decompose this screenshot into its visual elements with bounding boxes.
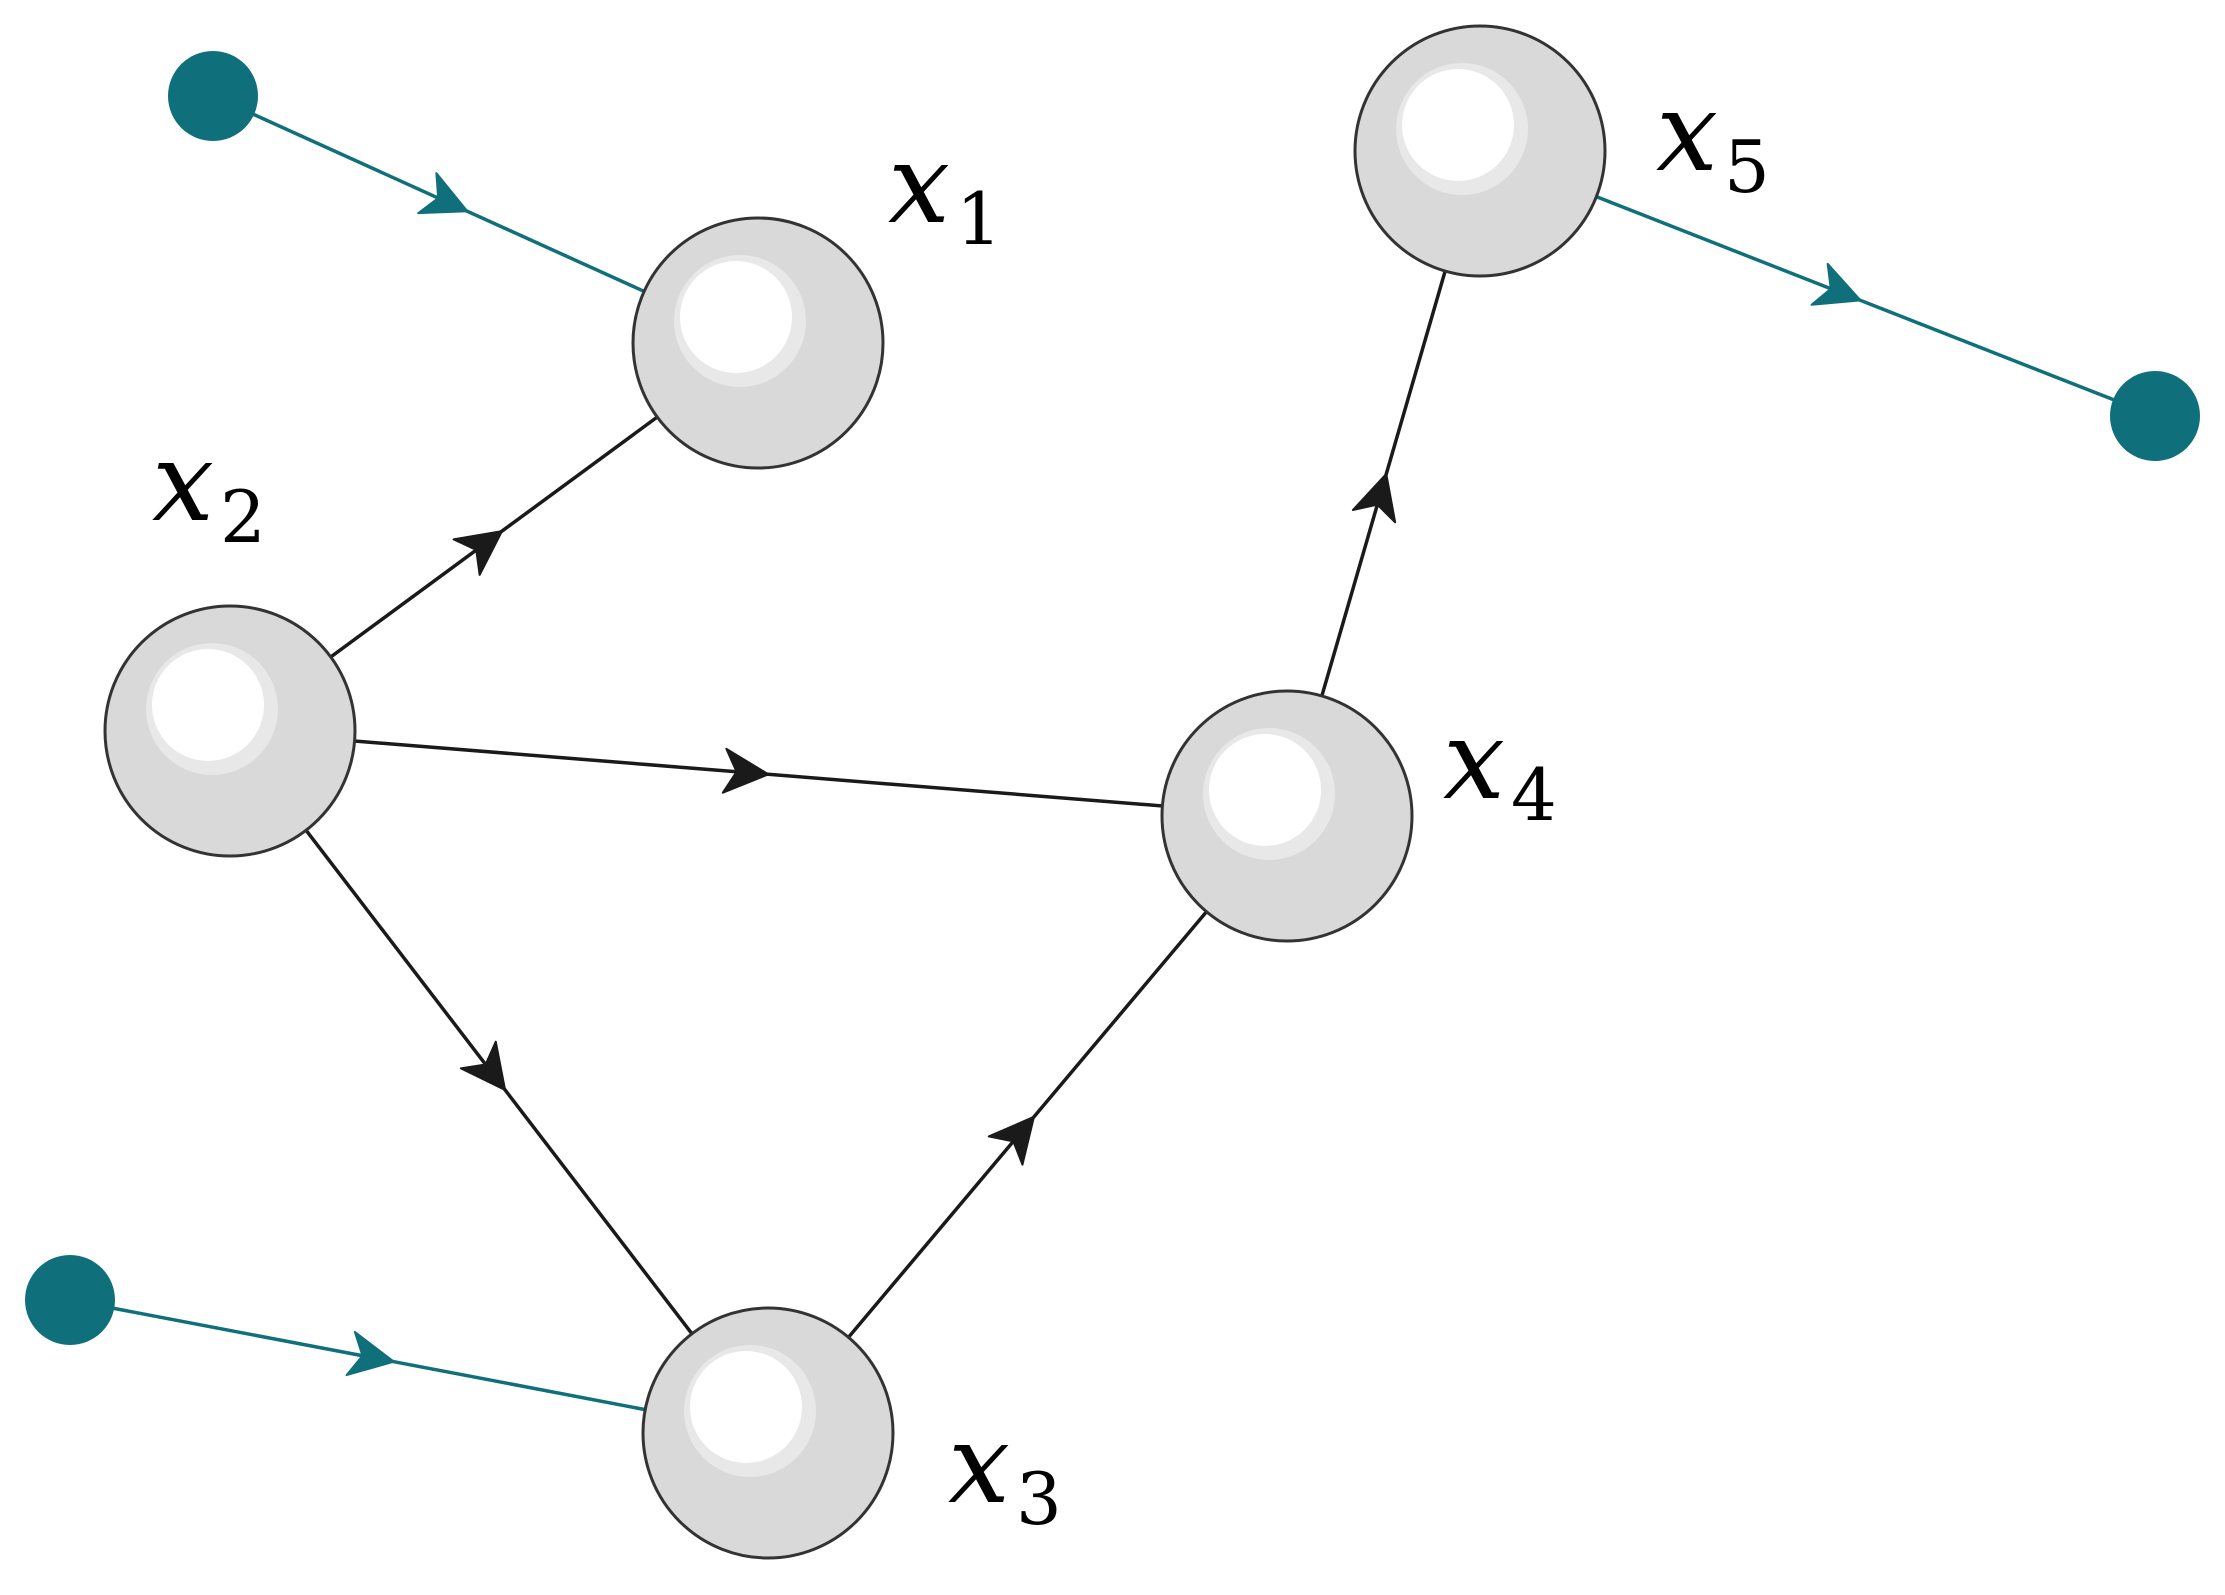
node-x2 xyxy=(103,604,357,858)
input-terminal-x3 xyxy=(25,1255,115,1345)
nodes-layer xyxy=(103,24,1607,1560)
edge-x2-x4-arrowhead xyxy=(721,747,770,794)
node-label-x2: x2 xyxy=(152,418,266,559)
node-label-x1: x1 xyxy=(888,120,1002,261)
input-to-x1-arrowhead xyxy=(417,172,469,215)
node-x3 xyxy=(641,1306,895,1560)
input-to-x3-arrowhead xyxy=(345,1330,395,1377)
edge-x2-x1-arrowhead xyxy=(452,530,504,576)
node-label-x5: x5 xyxy=(1656,68,1770,209)
node-label-x3: x3 xyxy=(948,1400,1062,1541)
output-from-x5-arrowhead xyxy=(1810,262,1862,306)
labels-layer: x1 x2 x3 x4 x5 xyxy=(152,68,1770,1541)
node-x5 xyxy=(1353,24,1607,278)
node-x1 xyxy=(631,216,885,470)
output-terminal-x5 xyxy=(2110,371,2200,461)
edge-x3-x4-arrowhead xyxy=(987,1115,1035,1166)
node-x4 xyxy=(1160,689,1414,943)
edge-x4-x5-arrowhead xyxy=(1351,472,1397,524)
input-terminal-x1 xyxy=(168,51,258,141)
node-label-x4: x4 xyxy=(1443,696,1557,837)
edge-x2-x3-arrowhead xyxy=(459,1040,507,1091)
